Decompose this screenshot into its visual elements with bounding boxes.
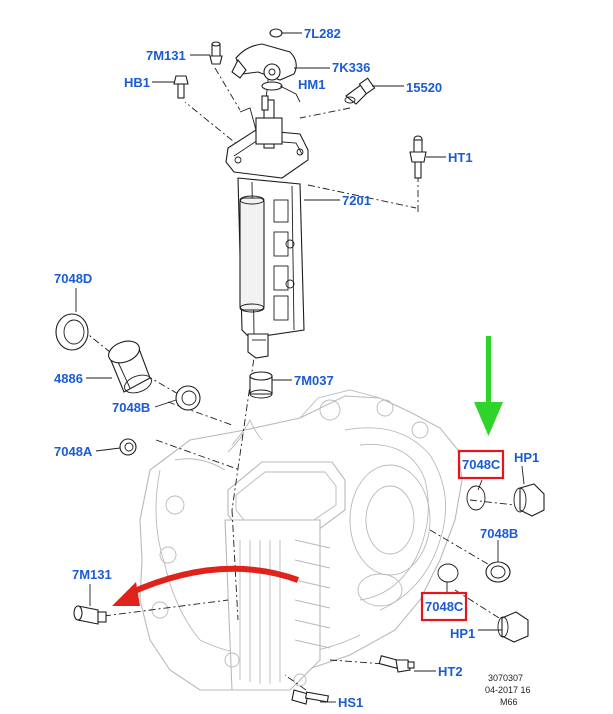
part-HB1-bolt <box>173 75 189 99</box>
label-7M037: 7M037 <box>294 373 334 388</box>
part-HM1 <box>261 95 269 111</box>
reference-code: 3070307 04-2017 16 M66 <box>485 673 531 707</box>
label-HT2: HT2 <box>438 664 463 679</box>
part-HP1-bottom-plug <box>497 611 529 643</box>
reference-line-2: 04-2017 16 <box>485 685 531 695</box>
label-HB1: HB1 <box>124 75 150 90</box>
reference-line-1: 3070307 <box>488 673 523 683</box>
label-7048C-top: 7048C <box>462 457 501 472</box>
part-HP1-top-plug <box>513 483 545 517</box>
part-7M131-top-breather <box>209 41 223 65</box>
label-HS1: HS1 <box>338 695 363 710</box>
green-down-arrow <box>474 336 503 436</box>
label-4886: 4886 <box>54 371 83 386</box>
label-15520: 15520 <box>406 80 442 95</box>
leader-lines <box>75 32 525 703</box>
part-labels: 7L282 7M131 7K336 HB1 HM1 15520 HT1 7201… <box>54 26 539 710</box>
reference-line-3: M66 <box>500 697 518 707</box>
label-7M131-bottom: 7M131 <box>72 567 112 582</box>
highlight-box-7048C-bottom <box>420 591 468 622</box>
part-7048D-seal <box>55 313 89 351</box>
label-HP1-bottom: HP1 <box>450 626 475 641</box>
label-HT1: HT1 <box>448 150 473 165</box>
label-7M131-top: 7M131 <box>146 48 186 63</box>
assembly-center-lines <box>69 59 516 691</box>
transmission-housing <box>139 389 463 691</box>
red-curved-arrow <box>112 565 300 606</box>
part-HT2-stud <box>378 655 415 673</box>
label-7048B-right: 7048B <box>480 526 518 541</box>
part-HT1-stud <box>409 135 427 179</box>
part-7048B-right-seal <box>485 561 511 583</box>
label-7K336: 7K336 <box>332 60 370 75</box>
label-7048B-left: 7048B <box>112 400 150 415</box>
shift-tower-assembly <box>225 99 309 359</box>
label-7048C-bottom: 7048C <box>425 599 464 614</box>
part-15520-sensor <box>344 77 376 105</box>
part-7048C-top-circlip <box>466 485 486 511</box>
label-7048A: 7048A <box>54 444 93 459</box>
label-HM1: HM1 <box>298 77 325 92</box>
part-HS1-bolt <box>291 689 329 705</box>
part-7048B-left-seal <box>175 385 201 411</box>
label-7L282: 7L282 <box>304 26 341 41</box>
selector-lever <box>231 43 297 91</box>
label-7201: 7201 <box>342 193 371 208</box>
part-7048C-bottom-circlip <box>437 563 459 583</box>
label-HP1-top: HP1 <box>514 450 539 465</box>
part-7M037-bushing <box>249 371 273 399</box>
highlight-box-7048C-top <box>457 449 505 480</box>
label-7048D: 7048D <box>54 271 92 286</box>
part-4886-sleeve <box>108 340 152 394</box>
part-7L282-cap <box>269 28 283 38</box>
part-7048A-seal <box>119 438 137 456</box>
part-7M131-bottom-breather <box>73 605 107 625</box>
